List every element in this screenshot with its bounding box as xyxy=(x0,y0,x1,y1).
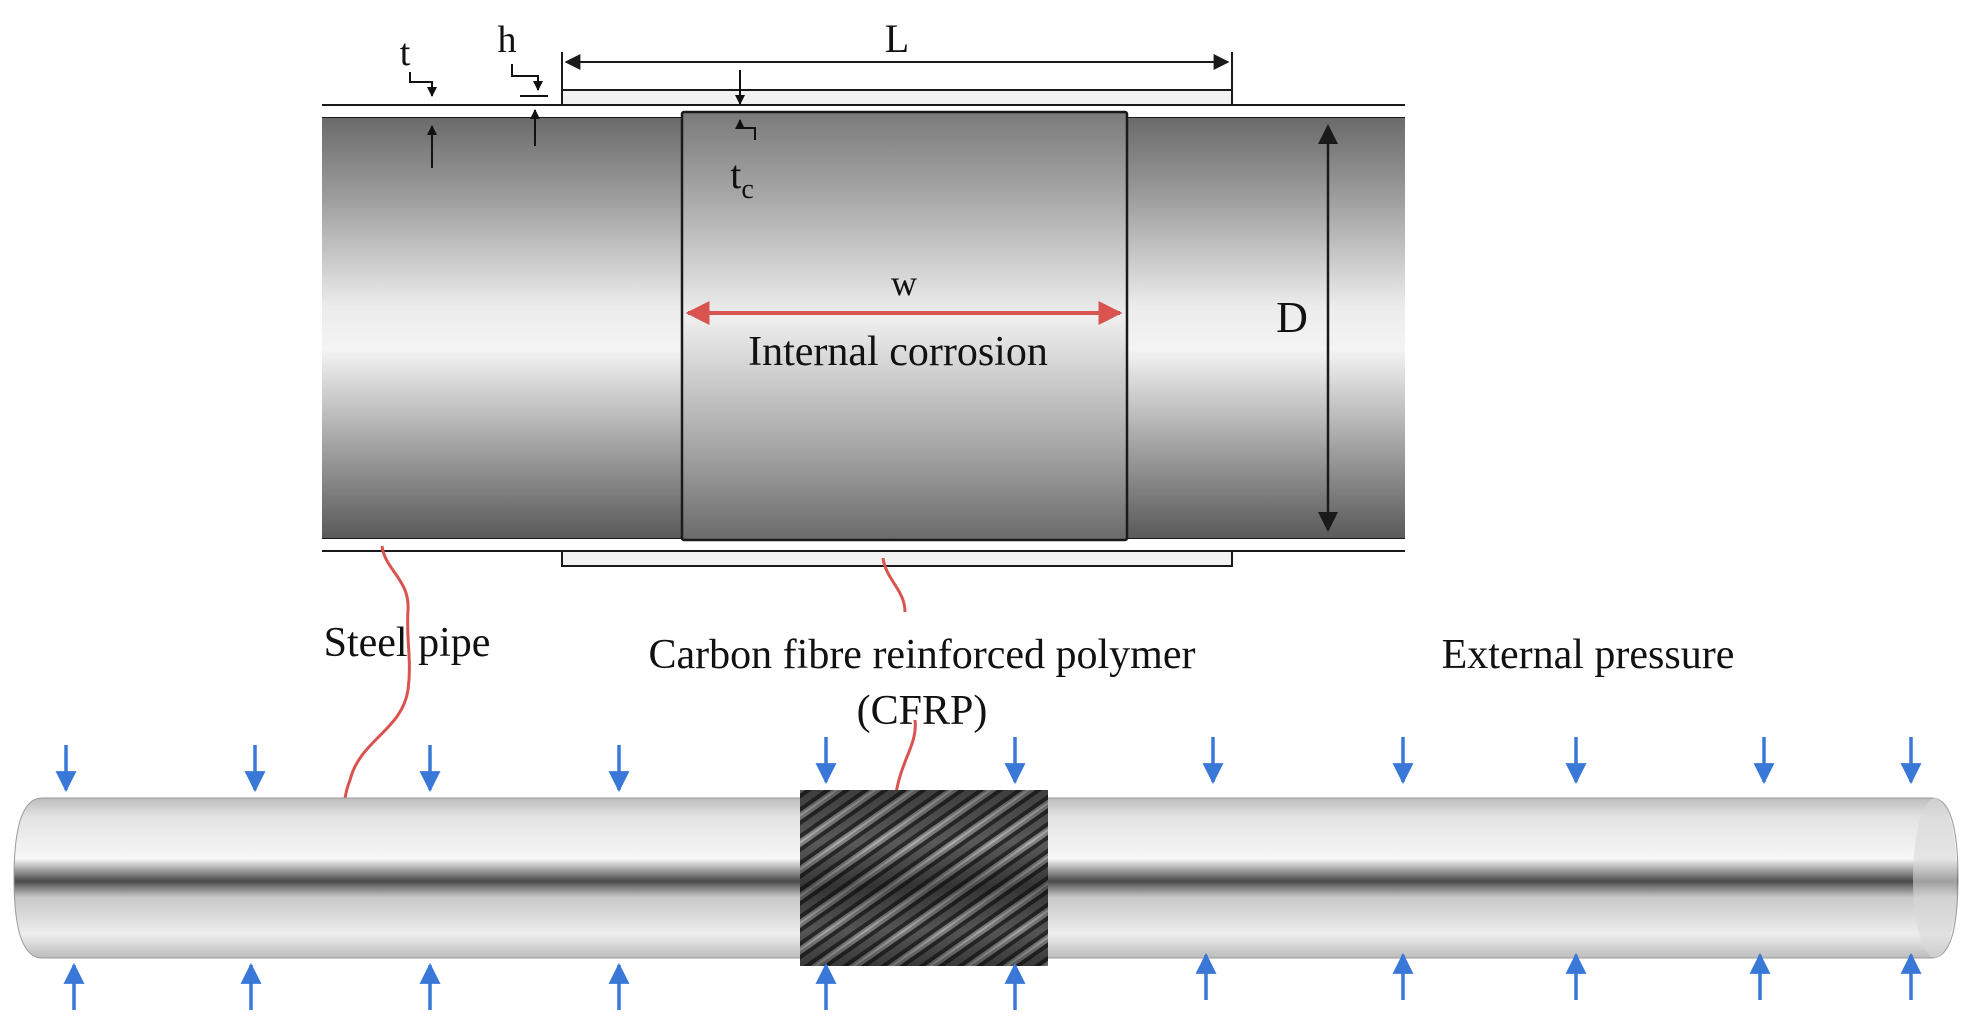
pipe-section-view: L t h tc w Internal corrosion D xyxy=(322,16,1405,826)
pipe-end-cap xyxy=(1913,798,1957,958)
pressure-arrows-bottom xyxy=(63,952,1922,1010)
label-tc: tc xyxy=(730,152,754,205)
label-internal-corrosion: Internal corrosion xyxy=(748,329,1048,375)
label-cfrp-line2: (CFRP) xyxy=(857,688,988,734)
leader-cfrp-lower xyxy=(893,719,917,801)
label-external-pressure: External pressure xyxy=(1442,632,1735,678)
tc-leader xyxy=(735,119,756,140)
corrosion-region xyxy=(680,110,1129,542)
pipe-3d-view xyxy=(13,790,1959,966)
label-t: t xyxy=(400,32,411,74)
label-steel-pipe: Steel pipe xyxy=(324,620,491,666)
label-L: L xyxy=(885,16,909,61)
leader-cfrp xyxy=(881,557,907,613)
cfrp-sleeve-bottom xyxy=(561,550,1233,567)
label-w: w xyxy=(891,263,917,303)
t-leader xyxy=(409,72,437,97)
label-D: D xyxy=(1276,293,1308,342)
h-leader xyxy=(511,64,543,91)
cfrp-wrap-shade xyxy=(800,790,1048,966)
label-cfrp-line1: Carbon fibre reinforced polymer xyxy=(649,632,1196,678)
label-h: h xyxy=(498,19,517,61)
pressure-arrows-top xyxy=(55,737,1922,793)
cfrp-sleeve-top xyxy=(561,89,1233,106)
leader-steel-pipe xyxy=(341,545,411,826)
